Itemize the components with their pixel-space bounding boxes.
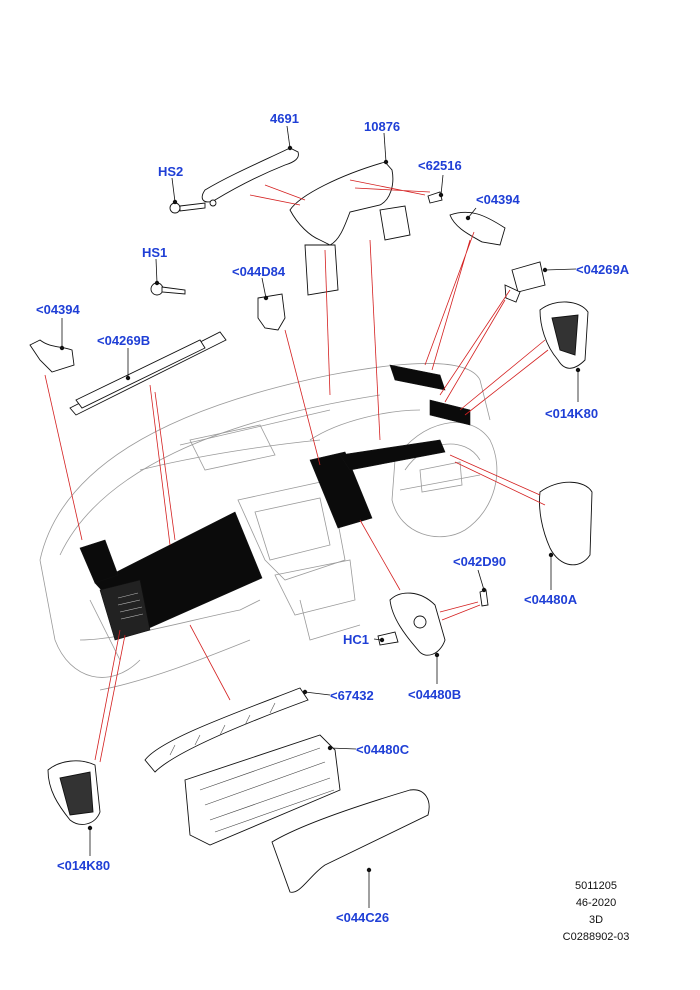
drawing-code-2: 46-2020	[575, 897, 617, 909]
upper-panel-part	[289, 161, 394, 246]
assembly-04480c-part	[184, 734, 341, 846]
spring-042d90-part	[479, 589, 489, 607]
module-044d84-part	[257, 293, 286, 331]
cover-04480a-part	[539, 481, 593, 566]
drawing-code-4: C0288902-03	[562, 931, 630, 943]
clip-part	[427, 191, 443, 204]
callout-04480a[interactable]: <04480A	[524, 592, 578, 607]
parts	[29, 147, 593, 893]
callout-042d90[interactable]: <042D90	[453, 554, 507, 569]
callout-hc1[interactable]: HC1	[343, 632, 370, 647]
callout-04394-left[interactable]: <04394	[36, 302, 80, 317]
leader-lines	[44, 179, 549, 763]
callout-62516[interactable]: <62516	[418, 158, 462, 173]
callout-hs1[interactable]: HS1	[142, 245, 168, 260]
drawing-code-3: 3D	[588, 914, 604, 926]
callout-04269b[interactable]: <04269B	[97, 333, 151, 348]
callout-04269a[interactable]: <04269A	[576, 262, 630, 277]
highlighted-panels	[79, 364, 471, 641]
callout-04394-right[interactable]: <04394	[476, 192, 520, 207]
callout-04480b[interactable]: <04480B	[408, 687, 462, 702]
callout-10876[interactable]: 10876	[364, 119, 401, 134]
callout-pointers	[59, 125, 581, 908]
drawing-code-1: 5011205	[574, 880, 617, 892]
callout-4691[interactable]: 4691	[270, 111, 299, 126]
dashboard-outline	[39, 363, 498, 691]
callout-67432[interactable]: <67432	[330, 688, 374, 703]
callout-044c26[interactable]: <044C26	[336, 910, 390, 925]
callout-04480c[interactable]: <04480C	[356, 742, 410, 757]
trim-right-part	[449, 211, 506, 246]
callout-014k80-left[interactable]: <014K80	[57, 858, 111, 873]
callout-044d84[interactable]: <044D84	[232, 264, 286, 279]
glovebox-044c26-part	[271, 789, 430, 893]
callout-014k80-right[interactable]: <014K80	[545, 406, 599, 421]
screw-hs2-part	[169, 199, 217, 214]
switch-04269a-part	[511, 261, 546, 293]
duct-67432-part	[144, 687, 309, 773]
trim-left-part	[29, 339, 75, 373]
grab-handle-part	[201, 147, 299, 203]
screw-hs1-part	[150, 282, 186, 296]
callout-hs2[interactable]: HS2	[158, 164, 184, 179]
drawing-info: 5011205 46-2020 3D C0288902-03	[546, 878, 646, 946]
vent-details	[117, 592, 144, 620]
